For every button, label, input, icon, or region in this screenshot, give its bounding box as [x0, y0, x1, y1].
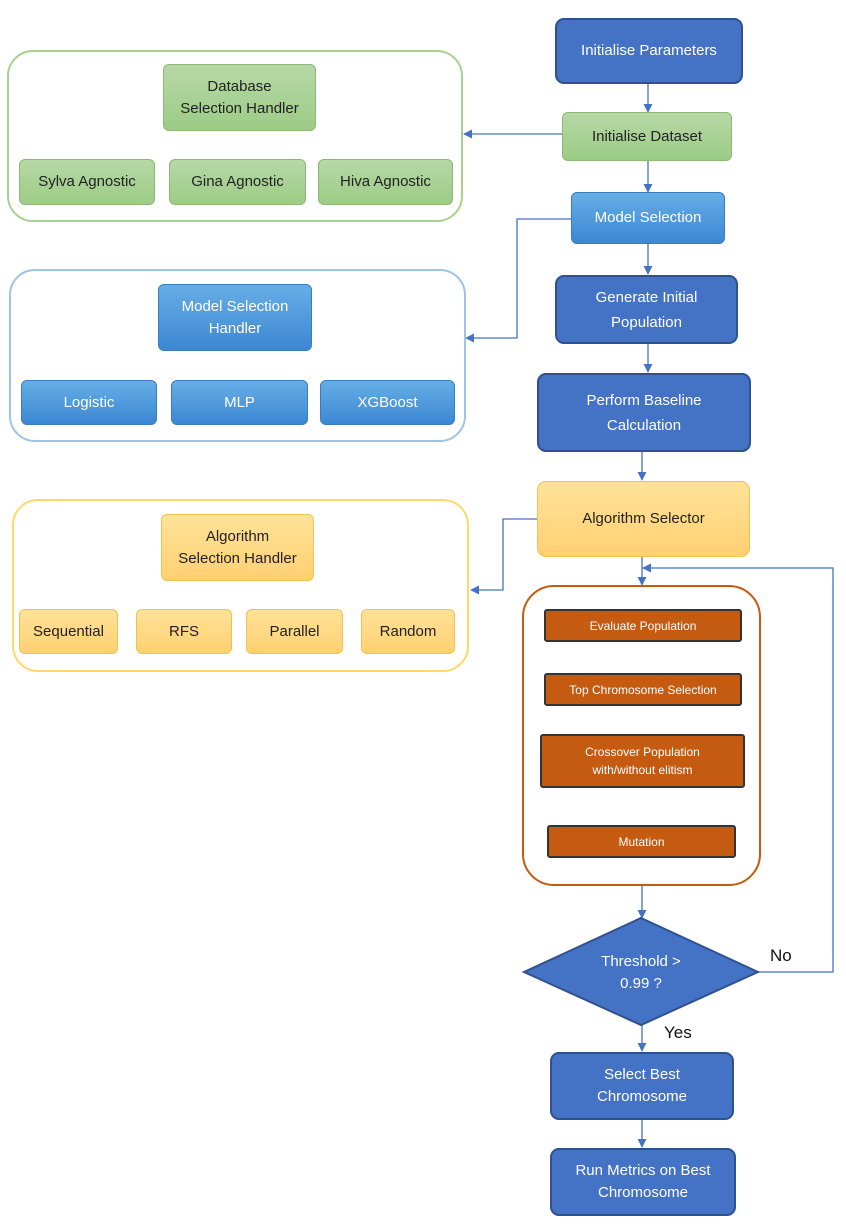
threshold-decision-label: Threshold > 0.99 ? [601, 953, 681, 992]
sylva-agnostic-option[interactable]: Sylva Agnostic [19, 159, 155, 205]
random-option[interactable]: Random [361, 609, 455, 654]
threshold-diamond [521, 916, 761, 1027]
top-chromosome-selection-step[interactable]: Top Chromosome Selection [544, 673, 742, 706]
model-selection-step[interactable]: Model Selection [571, 192, 725, 244]
algorithm-selection-handler[interactable]: Algorithm Selection Handler [161, 514, 314, 581]
arrow-selector-to-algo-group [470, 518, 537, 595]
gina-agnostic-option[interactable]: Gina Agnostic [169, 159, 306, 205]
mutation-step[interactable]: Mutation [547, 825, 736, 858]
arrow-model-to-model-group [465, 218, 571, 343]
xgboost-option[interactable]: XGBoost [320, 380, 455, 425]
mlp-option[interactable]: MLP [171, 380, 308, 425]
crossover-population-step[interactable]: Crossover Population with/without elitis… [540, 734, 745, 788]
generate-population-step[interactable]: Generate Initial Population [555, 275, 738, 344]
algorithm-selector-step[interactable]: Algorithm Selector [537, 481, 750, 557]
baseline-calculation-step[interactable]: Perform Baseline Calculation [537, 373, 751, 452]
sequential-option[interactable]: Sequential [19, 609, 118, 654]
select-best-chromosome-step[interactable]: Select Best Chromosome [550, 1052, 734, 1120]
model-selection-handler[interactable]: Model Selection Handler [158, 284, 312, 351]
initialise-parameters-step[interactable]: Initialise Parameters [555, 18, 743, 84]
database-selection-handler[interactable]: Database Selection Handler [163, 64, 316, 131]
initialise-dataset-step[interactable]: Initialise Dataset [562, 112, 732, 161]
run-metrics-step[interactable]: Run Metrics on Best Chromosome [550, 1148, 736, 1216]
arrow-no-loopback [642, 563, 834, 973]
rfs-option[interactable]: RFS [136, 609, 232, 654]
parallel-option[interactable]: Parallel [246, 609, 343, 654]
no-branch-label: No [770, 946, 792, 965]
hiva-agnostic-option[interactable]: Hiva Agnostic [318, 159, 453, 205]
yes-branch-label: Yes [664, 1023, 692, 1042]
logistic-option[interactable]: Logistic [21, 380, 157, 425]
evaluate-population-step[interactable]: Evaluate Population [544, 609, 742, 642]
